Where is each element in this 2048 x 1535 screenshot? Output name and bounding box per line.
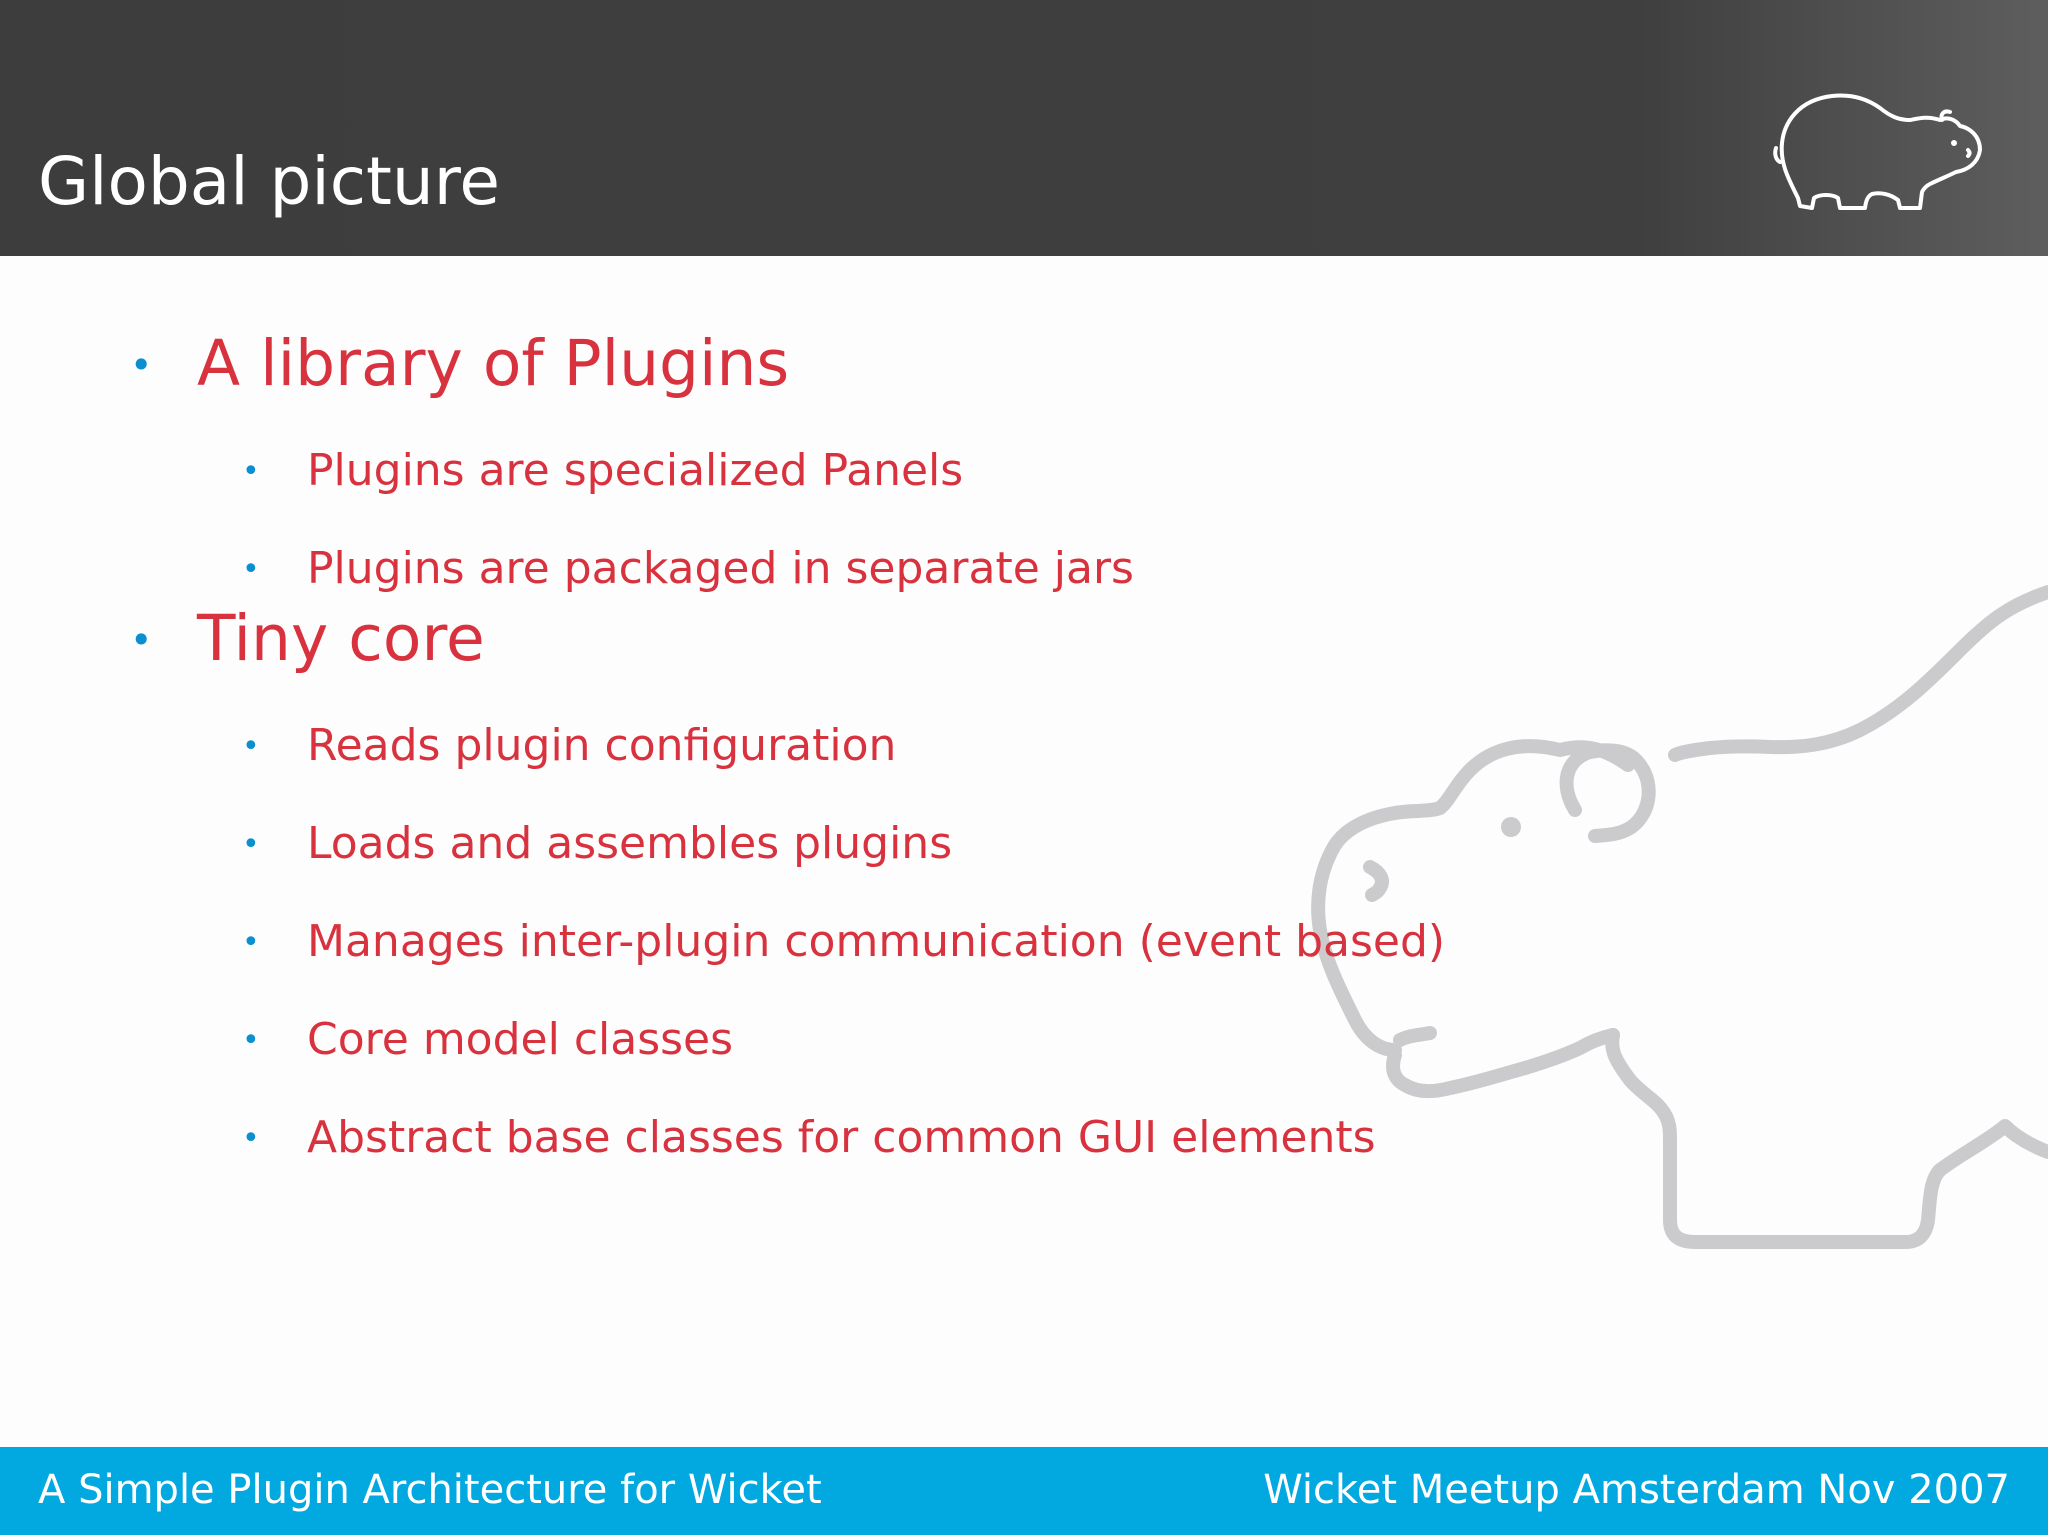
list-item: Abstract base classes for common GUI ele… <box>307 1112 1376 1163</box>
bullet-icon: • <box>242 925 260 960</box>
list-item: Plugins are packaged in separate jars <box>307 543 1134 594</box>
list-item: Loads and assembles plugins <box>307 818 953 869</box>
bullet-icon: • <box>242 827 260 862</box>
list-item: Manages inter-plugin communication (even… <box>307 916 1446 967</box>
bullet-icon: • <box>242 1023 260 1058</box>
section-heading: A library of Plugins <box>197 327 790 400</box>
hippo-logo-icon <box>1773 93 1982 210</box>
bullet-icon: • <box>130 343 153 387</box>
list-item: Core model classes <box>307 1014 734 1065</box>
bullet-icon: • <box>242 729 260 764</box>
footer-event-info: Wicket Meetup Amsterdam Nov 2007 <box>1263 1467 2010 1513</box>
footer-bar: A Simple Plugin Architecture for Wicket … <box>0 1447 2048 1535</box>
bullet-icon: • <box>242 1121 260 1156</box>
list-item: Reads plugin configuration <box>307 720 897 771</box>
section-heading: Tiny core <box>197 602 485 675</box>
hippo-watermark-icon <box>1311 585 2048 1249</box>
bullet-icon: • <box>242 454 260 489</box>
slide-title: Global picture <box>38 143 501 220</box>
footer-presentation-title: A Simple Plugin Architecture for Wicket <box>38 1467 822 1513</box>
list-item: Plugins are specialized Panels <box>307 445 964 496</box>
bullet-icon: • <box>242 552 260 587</box>
header-bar: Global picture <box>0 0 2048 256</box>
bullet-icon: • <box>130 618 153 662</box>
